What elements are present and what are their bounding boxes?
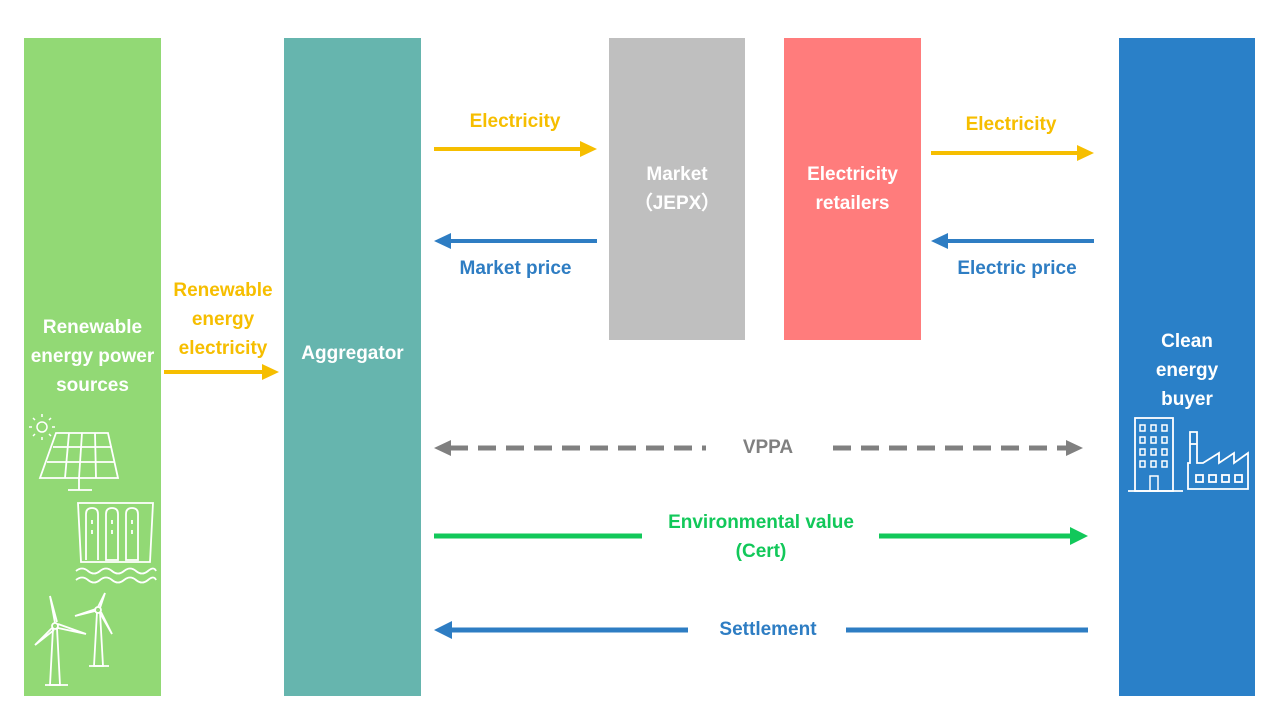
aggregator-box: Aggregator: [284, 38, 421, 696]
aggregator-label: Aggregator: [301, 343, 404, 364]
electricity-to-market-arrow: [434, 141, 597, 157]
market-label: Market: [646, 164, 708, 185]
electricity-to-buyer-label: Electricity: [931, 111, 1091, 139]
retailers-label: Electricity retailers: [807, 164, 898, 214]
renewable-sources-label: Renewable energy power sources: [24, 290, 161, 422]
buyer-label: Clean energy buyer: [1119, 326, 1255, 414]
market-box: Market （JEPX）: [609, 38, 745, 340]
electric-price-arrow: [931, 233, 1094, 249]
market-sub-label: （JEPX）: [633, 193, 721, 214]
buyer-box: [1119, 38, 1255, 696]
environmental-value-text: Environmental value: [668, 512, 854, 533]
factory-icon: [1187, 431, 1249, 490]
settlement-text: Settlement: [719, 619, 817, 640]
vppa-text: VPPA: [742, 437, 794, 458]
renewable-electricity-text: Renewable energy electricity: [173, 280, 273, 359]
market-price-label: Market price: [434, 255, 597, 283]
renewable-sources-box: [24, 38, 161, 696]
renewable-electricity-arrow: [164, 364, 279, 380]
renewable-electricity-label: Renewable energy electricity: [162, 276, 284, 363]
solar-panel-icon: [38, 432, 120, 491]
settlement-arrow: [434, 621, 1088, 639]
market-price-arrow: [434, 233, 597, 249]
vppa-arrow: [434, 440, 1083, 456]
vppa-label: VPPA: [708, 434, 828, 462]
electricity-to-buyer-arrow: [931, 145, 1094, 161]
hydro-dam-icon: [75, 502, 157, 584]
market-price-text: Market price: [459, 258, 572, 279]
wind-turbine-icon: [34, 592, 113, 686]
office-building-icon: [1128, 417, 1183, 492]
settlement-label: Settlement: [692, 616, 844, 644]
environmental-value-label: Environmental value (Cert): [646, 508, 876, 566]
sun-icon: [29, 414, 55, 440]
environmental-value-arrow: [434, 527, 1088, 545]
electricity-to-market-label: Electricity: [434, 108, 596, 136]
buyer-text: Clean energy buyer: [1155, 330, 1219, 410]
retailers-box: Electricity retailers: [784, 38, 921, 340]
environmental-value-cert-text: (Cert): [735, 541, 787, 562]
electricity-to-buyer-text: Electricity: [965, 114, 1057, 135]
electric-price-text: Electric price: [957, 258, 1077, 279]
electric-price-label: Electric price: [934, 255, 1100, 283]
renewable-sources-text: Renewable energy power sources: [30, 316, 155, 396]
electricity-to-market-text: Electricity: [469, 111, 561, 132]
